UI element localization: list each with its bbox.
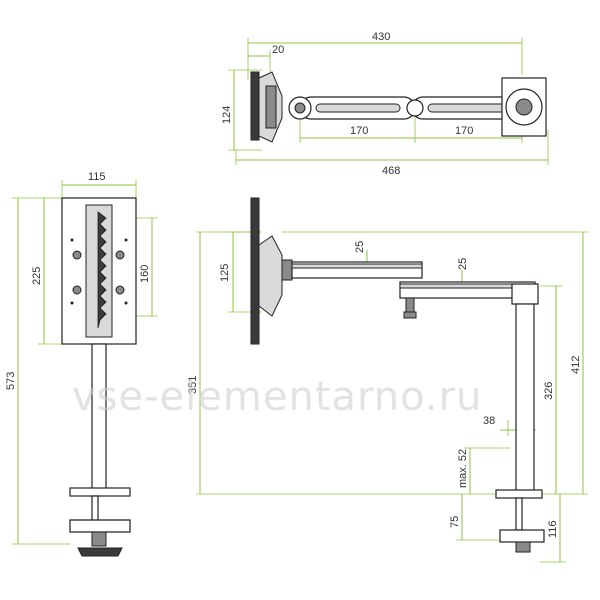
watermark: vse-elementarno.ru — [72, 374, 482, 420]
dim-side-412: 412 — [570, 356, 582, 374]
dim-side-116: 116 — [547, 520, 559, 538]
dim-side-25-a: 25 — [354, 241, 366, 253]
front-view: 115 573 225 160 — [5, 171, 158, 557]
dim-front-573: 573 — [5, 372, 17, 390]
dim-side-38: 38 — [483, 415, 495, 427]
dim-side-326: 326 — [543, 382, 555, 400]
dim-side-max52: max. 52 — [457, 449, 469, 488]
dim-side-125: 125 — [219, 264, 231, 282]
dim-front-225: 225 — [31, 267, 43, 285]
dim-side-351: 351 — [187, 376, 199, 394]
dim-side-75: 75 — [449, 516, 461, 528]
dim-front-160: 160 — [139, 265, 151, 283]
dim-top-430: 430 — [372, 31, 390, 43]
dim-front-115: 115 — [88, 171, 106, 183]
dim-side-25-b: 25 — [457, 258, 469, 270]
dim-top-124: 124 — [221, 106, 233, 124]
side-view: 125 351 412 326 38 max. 52 75 116 25 25 — [187, 197, 588, 563]
dim-top-468: 468 — [382, 165, 400, 177]
top-view: 430 20 124 170 170 468 — [221, 31, 549, 177]
dim-top-170-a: 170 — [350, 125, 368, 137]
dim-top-20: 20 — [272, 44, 284, 56]
dim-top-170-b: 170 — [455, 125, 473, 137]
